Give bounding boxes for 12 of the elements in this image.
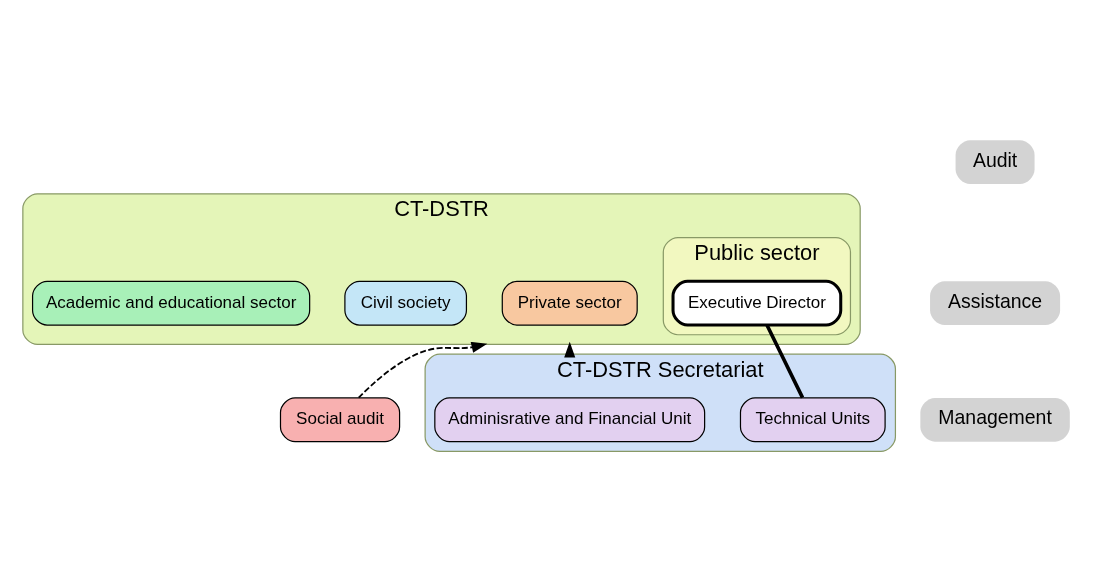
node-box: Technical Units (739, 396, 886, 442)
node-box: Academic and educational sector (31, 280, 311, 326)
node-box: Civil society (344, 280, 468, 326)
connector (765, 323, 805, 398)
node-box: Executive Director (671, 279, 843, 327)
arrow (357, 341, 488, 399)
legend-label: Management (938, 405, 1052, 428)
node-box: Private sector (501, 280, 638, 326)
legend-label: Assistance (948, 289, 1043, 312)
node-box: Adminisrative and Financial Unit (434, 396, 706, 442)
node-box: Social audit (279, 396, 401, 442)
legend-label: Audit (972, 148, 1018, 171)
